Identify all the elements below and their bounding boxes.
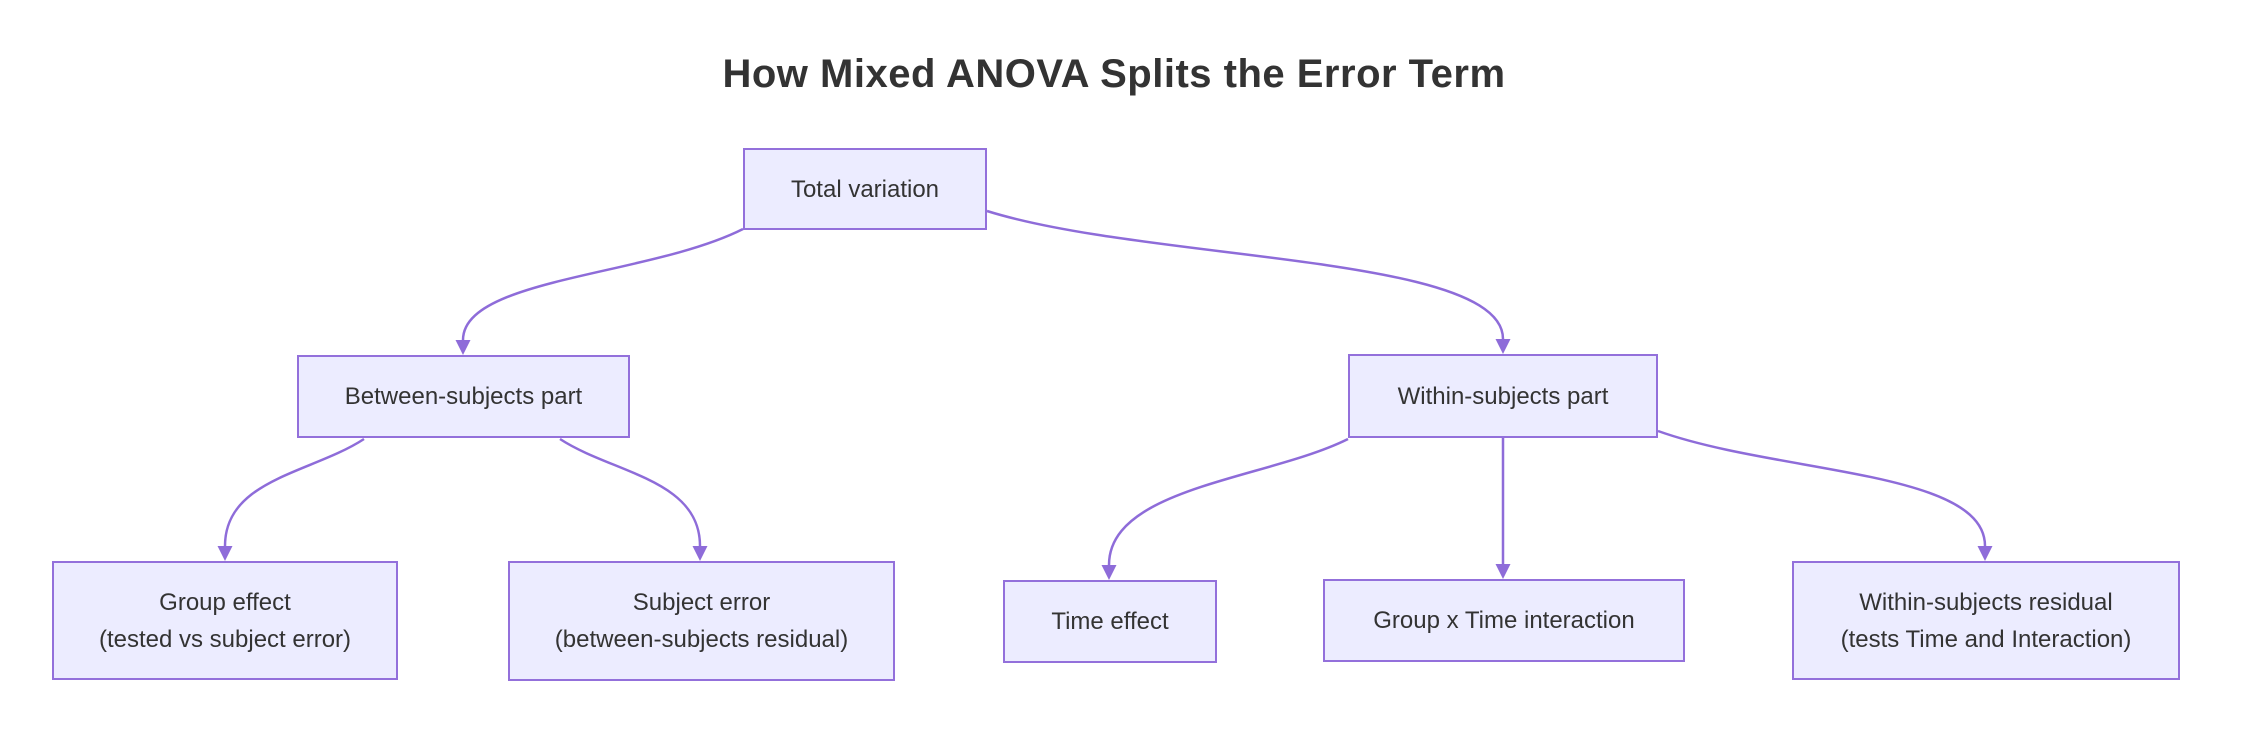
node-time-effect: Time effect [1003,580,1217,663]
node-group-time-interaction: Group x Time interaction [1323,579,1685,662]
node-label: Between-subjects part [344,383,583,410]
node-label-line1: Subject error [632,589,771,616]
node-label: Group x Time interaction [1373,607,1635,634]
edge-between-to-group-effect [217,437,365,561]
edge-within-to-time-effect [1101,437,1349,580]
node-subject-error: Subject error (between-subjects residual… [508,561,895,681]
node-within-subjects-residual: Within-subjects residual (tests Time and… [1792,561,2180,680]
node-label-line1: Group effect [159,588,291,616]
node-label-line2: (between-subjects residual) [554,626,849,653]
edge-within-to-ws-residual [1657,429,1993,561]
node-label-line2: (tests Time and Interaction) [1840,625,2132,653]
node-label: Within-subjects part [1397,382,1609,410]
node-label-line2: (tested vs subject error) [98,625,352,653]
node-within-subjects-part: Within-subjects part [1348,354,1658,438]
node-total-variation: Total variation [743,148,987,230]
edge-total-to-between [455,227,744,355]
edge-between-to-subject-error [559,437,708,561]
diagram-title: How Mixed ANOVA Splits the Error Term [722,52,1506,96]
node-between-subjects-part: Between-subjects part [297,355,630,438]
node-label-line1: Within-subjects residual [1859,588,2113,616]
node-label: Time effect [1051,608,1169,635]
edge-total-to-within [986,209,1511,354]
node-group-effect: Group effect (tested vs subject error) [52,561,398,680]
node-label: Total variation [790,175,940,203]
